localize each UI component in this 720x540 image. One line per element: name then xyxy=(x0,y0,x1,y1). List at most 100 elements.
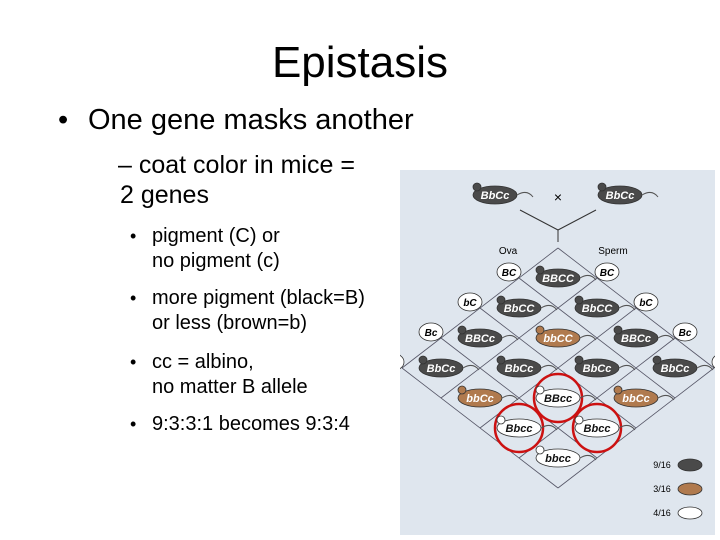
bullet-dot: • xyxy=(130,288,137,308)
offspring-mouse-ear xyxy=(535,265,545,275)
ova-gamete-bubble xyxy=(400,354,405,370)
highlight-circle xyxy=(532,372,584,424)
point-text: cc = albino, no matter B allele xyxy=(152,350,308,400)
punnett-diagram: BbCcBbCc×OvaSpermBCbCBcbcBCbCBcbcBBCCBbC… xyxy=(400,182,715,520)
parent-left-mouse-genotype: BbCc xyxy=(481,190,510,202)
cross-lines xyxy=(519,209,597,242)
offspring-mouse-ear xyxy=(496,295,506,305)
offspring-mouse-genotype: BBcc xyxy=(544,393,572,405)
offspring-mouse-tail xyxy=(462,364,480,371)
ratio-mouse xyxy=(677,506,703,520)
offspring-mouse-tail xyxy=(579,394,597,401)
sperm-gamete-label: bC xyxy=(639,298,653,309)
point-line: no pigment (c) xyxy=(152,250,280,272)
offspring-mouse-genotype: Bbcc xyxy=(506,423,533,435)
highlight-circle xyxy=(493,402,545,454)
sub-bullet: – coat color in mice = 2 genes xyxy=(118,150,418,210)
offspring-mouse-genotype: bbcc xyxy=(545,453,571,465)
offspring-mouse-genotype: BbCc xyxy=(583,363,612,375)
point-line: 9:3:3:1 becomes 9:3:4 xyxy=(152,413,350,435)
grid-line xyxy=(401,367,559,489)
parent-left-mouse-tail xyxy=(516,191,534,198)
offspring-mouse-tail xyxy=(618,304,636,311)
offspring-mouse-ear xyxy=(457,385,467,395)
offspring-mouse-ear xyxy=(574,355,584,365)
bullet-dot: • xyxy=(130,352,137,372)
sub-bullet-line2: 2 genes xyxy=(120,181,209,209)
offspring-mouse-ear xyxy=(535,325,545,335)
sperm-gamete-bubble xyxy=(672,322,698,342)
grid-line xyxy=(440,337,598,459)
point-line: more pigment (black=B) xyxy=(152,287,365,309)
offspring-mouse-tail xyxy=(540,424,558,431)
offspring-mouse-ear xyxy=(613,325,623,335)
sperm-gamete-label: BC xyxy=(600,268,615,279)
offspring-mouse-genotype: BBCc xyxy=(465,333,495,345)
sperm-gamete-bubble xyxy=(594,262,620,282)
point-line: pigment (C) or xyxy=(152,225,280,247)
bullet-dot: • xyxy=(58,104,69,136)
ova-gamete-label: bC xyxy=(463,298,477,309)
ratio-label: 9/16 xyxy=(653,460,671,470)
parent-right-mouse-genotype: BbCc xyxy=(606,190,635,202)
offspring-mouse-ear xyxy=(613,385,623,395)
offspring-mouse-genotype: Bbcc xyxy=(584,423,611,435)
cross-symbol: × xyxy=(554,189,562,205)
offspring-mouse-tail xyxy=(501,334,519,341)
point-line: or less (brown=b) xyxy=(152,312,308,334)
ratio-mouse xyxy=(677,482,703,496)
offspring-mouse-ear xyxy=(418,355,428,365)
offspring-mouse-ear xyxy=(496,355,506,365)
bullet-text: One gene masks another xyxy=(88,104,414,136)
ova-label: Ova xyxy=(499,246,518,257)
offspring-mouse-genotype: bbCc xyxy=(466,393,494,405)
parent-right-mouse-tail xyxy=(641,191,659,198)
ratio-mouse xyxy=(677,458,703,472)
offspring-mouse-genotype: BbCc xyxy=(505,363,534,375)
offspring-mouse-tail xyxy=(579,454,597,461)
sperm-gamete-bubble xyxy=(711,355,715,369)
point-text: more pigment (black=B) or less (brown=b) xyxy=(152,286,365,336)
offspring-mouse-genotype: bbCC xyxy=(543,333,573,345)
offspring-mouse-tail xyxy=(540,304,558,311)
ova-gamete-bubble xyxy=(418,322,444,342)
offspring-mouse-tail xyxy=(540,364,558,371)
ova-gamete-bubble xyxy=(457,292,483,312)
ratio-label: 3/16 xyxy=(653,484,671,494)
sperm-gamete-bubble xyxy=(633,292,659,312)
offspring-mouse-ear xyxy=(574,415,584,425)
point-text: 9:3:3:1 becomes 9:3:4 xyxy=(152,412,350,437)
offspring-mouse-tail xyxy=(618,364,636,371)
ova-gamete-label: BC xyxy=(502,268,517,279)
grid-line xyxy=(557,367,715,489)
punnett-figure: BbCcBbCc×OvaSpermBCbCBcbcBCbCBcbcBBCCBbC… xyxy=(400,170,715,535)
offspring-mouse-genotype: BbCc xyxy=(661,363,690,375)
offspring-mouse-genotype: BbCc xyxy=(427,363,456,375)
offspring-mouse-ear xyxy=(496,415,506,425)
offspring-mouse-tail xyxy=(657,394,675,401)
highlight-circle xyxy=(571,402,623,454)
sperm-label: Sperm xyxy=(598,246,627,257)
point-line: cc = albino, xyxy=(152,351,254,373)
offspring-mouse-tail xyxy=(696,364,714,371)
sperm-gamete-label: Bc xyxy=(679,328,692,339)
ratio-label: 4/16 xyxy=(653,508,671,518)
offspring-mouse-genotype: BBCc xyxy=(621,333,651,345)
point-line: no matter B allele xyxy=(152,376,308,398)
offspring-mouse-genotype: BbCC xyxy=(582,303,614,315)
offspring-mouse-genotype: bbCc xyxy=(622,393,650,405)
offspring-mouse-ear xyxy=(457,325,467,335)
grid-line xyxy=(518,337,676,459)
offspring-mouse-genotype: BBCC xyxy=(542,273,575,285)
offspring-mouse-tail xyxy=(657,334,675,341)
offspring-mouse-ear xyxy=(652,355,662,365)
bullet-dot: • xyxy=(130,414,137,434)
offspring-mouse-tail xyxy=(501,394,519,401)
offspring-mouse-ear xyxy=(535,445,545,455)
parent-right-mouse-ear xyxy=(597,182,607,192)
offspring-mouse-ear xyxy=(574,295,584,305)
bullet-dot: • xyxy=(130,226,137,246)
offspring-mouse-tail xyxy=(579,274,597,281)
offspring-mouse-tail xyxy=(618,424,636,431)
parent-left-mouse-ear xyxy=(472,182,482,192)
